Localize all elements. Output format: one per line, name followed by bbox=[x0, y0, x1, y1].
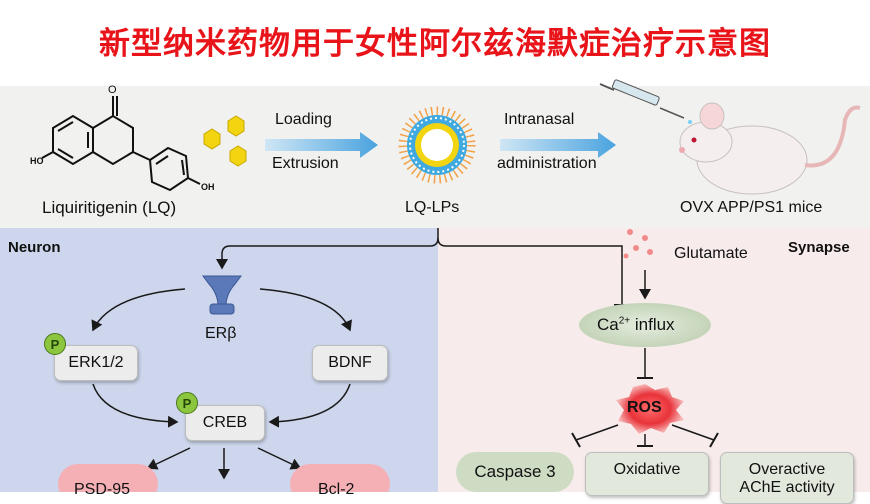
creb-label: CREB bbox=[202, 414, 248, 431]
mouse-model-label: OVX APP/PS1 mice bbox=[680, 199, 823, 216]
mouse-icon bbox=[679, 102, 861, 195]
synapse-panel bbox=[438, 228, 870, 492]
calcium-charge: 2+ bbox=[618, 315, 631, 327]
bdnf-label: BDNF bbox=[328, 354, 372, 371]
liquiritigenin-structure-icon bbox=[41, 96, 201, 192]
overactive-ache-box: Overactive AChE activity bbox=[720, 452, 854, 504]
oh-group-label: OH bbox=[201, 182, 215, 192]
caspase-pill: Caspase 3 bbox=[456, 452, 574, 492]
oxidative-box: Oxidative bbox=[585, 452, 709, 496]
extrusion-label: Extrusion bbox=[272, 155, 339, 172]
glutamate-label: Glutamate bbox=[674, 245, 748, 262]
caspase-label: Caspase 3 bbox=[474, 462, 556, 481]
glutamate-dots-icon bbox=[623, 229, 653, 259]
nanoparticle-label: LQ-LPs bbox=[405, 199, 460, 216]
bdnf-box: BDNF bbox=[312, 345, 388, 381]
loading-label: Loading bbox=[275, 111, 332, 128]
ho-group-label: HO bbox=[30, 156, 44, 166]
syringe-icon bbox=[599, 79, 698, 128]
bcl2-label: Bcl-2 bbox=[318, 481, 355, 498]
synapse-section-label: Synapse bbox=[788, 239, 850, 256]
compound-label: Liquiritigenin (LQ) bbox=[42, 198, 177, 217]
overactive-label: Overactive bbox=[748, 461, 826, 478]
psd95-pill-bg bbox=[58, 464, 158, 492]
diagram-graphics: HO OH O bbox=[30, 79, 861, 492]
calcium-symbol: Ca bbox=[597, 315, 619, 334]
ache-label: AChE activity bbox=[739, 479, 835, 496]
phospho-creb-badge: P bbox=[176, 392, 198, 414]
ros-label: ROS bbox=[627, 399, 662, 416]
creb-box: CREB bbox=[185, 405, 265, 441]
er-beta-receptor-icon bbox=[202, 275, 242, 315]
receptor-label: ERβ bbox=[205, 325, 237, 342]
erk-label: ERK1/2 bbox=[68, 354, 124, 371]
erk-box: ERK1/2 bbox=[54, 345, 138, 381]
bcl2-pill-bg bbox=[290, 464, 390, 492]
calcium-influx-cloud bbox=[579, 303, 711, 347]
page-title: 新型纳米药物用于女性阿尔兹海默症治疗示意图 bbox=[99, 26, 771, 62]
administration-label: administration bbox=[497, 155, 597, 172]
intranasal-label: Intranasal bbox=[504, 111, 575, 128]
phospho-erk-badge: P bbox=[44, 333, 66, 355]
influx-word: influx bbox=[630, 315, 675, 334]
oxygen-label: O bbox=[108, 84, 117, 96]
flavonoid-hexagon-icon bbox=[203, 115, 247, 167]
loading-arrow-icon bbox=[265, 132, 378, 158]
neuron-section-label: Neuron bbox=[8, 239, 61, 256]
liposome-icon bbox=[398, 106, 476, 184]
oxidative-label: Oxidative bbox=[613, 461, 681, 478]
administration-arrow-icon bbox=[500, 132, 616, 158]
ros-burst-icon bbox=[616, 384, 684, 434]
calcium-influx-label: Ca2+ influx bbox=[597, 315, 675, 335]
psd95-label: PSD-95 bbox=[74, 481, 131, 498]
